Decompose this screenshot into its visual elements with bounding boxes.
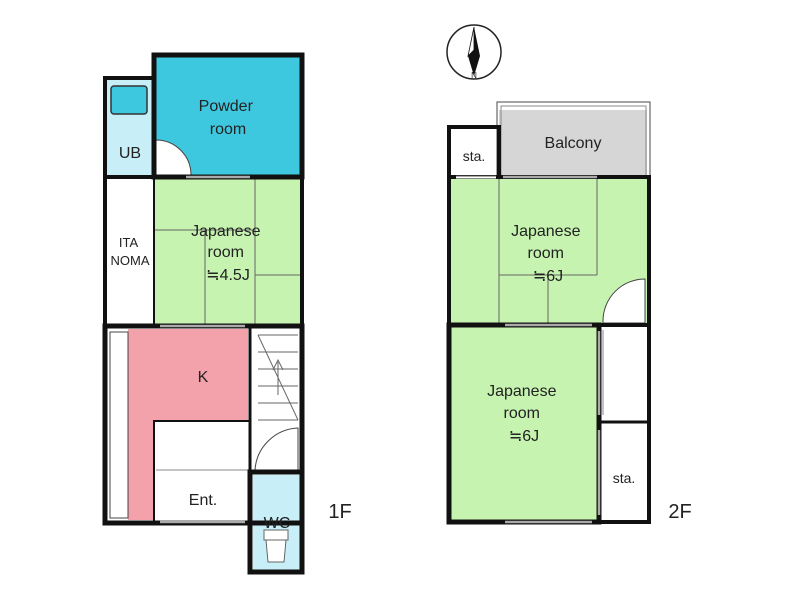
compass-needle bbox=[468, 27, 480, 76]
kitchen-counter bbox=[109, 331, 129, 519]
unit-bath-label: UB bbox=[119, 145, 141, 162]
openings-1f bbox=[160, 175, 250, 524]
hallway-2f bbox=[599, 325, 647, 420]
tatami-lines-2f bbox=[498, 179, 598, 323]
ita-noma-label: ITA NOMA bbox=[111, 235, 150, 268]
wc-label: WC bbox=[264, 515, 291, 532]
japanese-room-2f-south-label: Japanese room ≒6J bbox=[487, 383, 561, 445]
storage-bottom-label: sta. bbox=[613, 470, 636, 486]
storage-top-label: sta. bbox=[463, 148, 486, 164]
powder-room-label: Powder room bbox=[199, 98, 258, 138]
entrance-label: Ent. bbox=[189, 492, 217, 509]
kitchen-label: K bbox=[198, 369, 209, 386]
japanese-room-1f-fill bbox=[154, 179, 300, 324]
floor-1f-label: 1F bbox=[328, 501, 351, 523]
openings-2f bbox=[456, 175, 601, 524]
floor-2f-label: 2F bbox=[668, 501, 691, 523]
balcony-label: Balcony bbox=[545, 135, 602, 152]
balcony-fill bbox=[499, 110, 647, 177]
toilet bbox=[263, 529, 289, 563]
floor-1f: Powder room UB ITA NOMA Japanese room ≒4… bbox=[102, 52, 352, 575]
floor-2f: Balcony sta. Japanese room ≒6J Japanese … bbox=[446, 101, 692, 525]
door-arc-powder bbox=[155, 139, 192, 176]
door-arc-2f bbox=[602, 278, 646, 324]
staircase bbox=[257, 334, 299, 421]
bathtub bbox=[110, 85, 148, 115]
kitchen-fill bbox=[128, 329, 248, 520]
compass-north-letter: N bbox=[471, 71, 477, 80]
japanese-room-2f-south-fill bbox=[451, 327, 597, 520]
japanese-room-2f-north-label: Japanese room ≒6J bbox=[511, 223, 585, 285]
tatami-lines-1f bbox=[154, 179, 300, 324]
japanese-room-1f-label: Japanese room ≒4.5J bbox=[191, 223, 265, 284]
compass: N bbox=[446, 24, 502, 80]
door-arc-wc bbox=[254, 427, 299, 473]
